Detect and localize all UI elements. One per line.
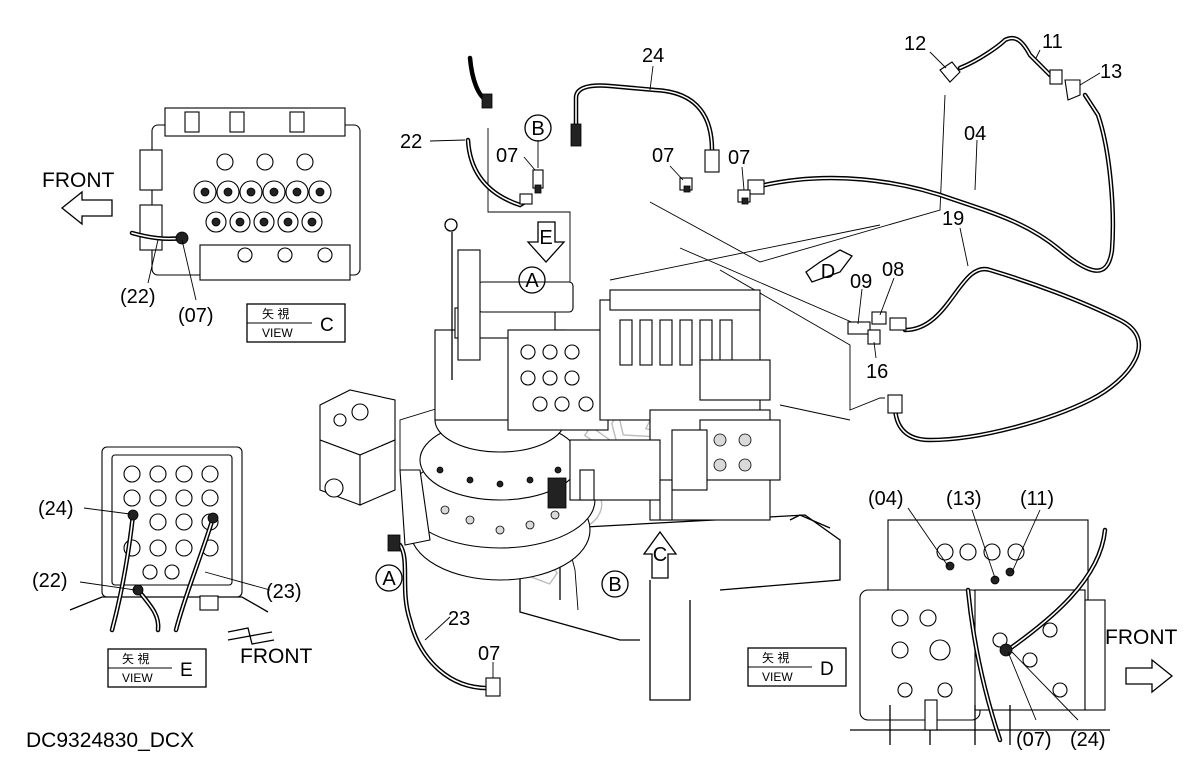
leader-lines-main [424,49,1101,678]
view-e-box: 矢 視 VIEW E [107,648,207,688]
view-d-label-11: (11) [1020,488,1054,510]
part-label-08: 08 [882,259,904,281]
arrow-e: E [526,221,566,263]
leader-line [181,239,197,301]
leader-line [971,509,996,579]
view-d-label-24: (24) [1070,729,1106,751]
hose-19 [887,266,1142,443]
part-label-04: 04 [964,123,986,145]
view-d-label-04: (04) [868,488,904,510]
svg-text:VIEW: VIEW [762,670,793,684]
view-d-label-07: (07) [1016,729,1052,751]
view-e-label-23: (23) [266,581,302,603]
hose-22 [465,55,533,208]
leader-line [147,239,159,284]
svg-text:VIEW: VIEW [122,671,153,685]
part-label-22: 22 [400,131,422,153]
fitting-connector [889,317,907,331]
part-label-11: 11 [1042,31,1063,53]
part-label-07: 07 [728,147,750,169]
view-e-front-label: FRONT [240,645,312,668]
svg-text:B: B [608,574,621,596]
svg-text:A: A [525,270,539,292]
svg-text:C: C [653,544,667,566]
part-label-24: 24 [642,45,664,67]
svg-text:矢 視: 矢 視 [262,306,289,321]
part-label-09: 09 [850,271,872,293]
leader-line [1011,651,1079,721]
front-arrow-left [60,190,113,226]
port-block [319,389,431,546]
fitting-09 [847,321,871,335]
part-label-07: 07 [478,643,500,665]
front-arrow-lower-left [227,627,275,645]
part-label-13: 13 [1100,61,1122,83]
svg-text:VIEW: VIEW [262,326,293,340]
view-c-label-07: (07) [178,305,214,327]
svg-text:E: E [539,227,552,249]
view-e-label-24: (24) [38,498,74,520]
hose-04 [747,92,1116,273]
svg-text:B: B [531,118,544,140]
marker-b-bottom: B [601,570,629,598]
fitting-07 [737,189,751,205]
svg-text:E: E [180,660,193,681]
marker-b-top: B [524,114,552,142]
hose-11 [957,35,1063,85]
leader-line [79,581,136,591]
part-label-23: 23 [448,608,470,630]
view-d-box: 矢 視 VIEW D [747,647,847,687]
control-valve [507,289,781,521]
drawing-code: DC9324830_DCX [26,729,194,752]
svg-text:矢 視: 矢 視 [762,650,789,665]
hose-24 [570,83,720,173]
view-c-label-22: (22) [120,286,156,308]
leader-line [83,507,131,515]
svg-text:矢 視: 矢 視 [122,651,149,666]
fitting-07 [679,177,693,193]
view-e-illustration [69,446,269,633]
leader-line [204,571,271,591]
marker-a-bottom: A [375,564,403,592]
view-d-illustration [850,519,1110,745]
part-label-19: 19 [942,208,964,230]
part-label-07: 07 [652,145,674,167]
view-e-label-22: (22) [32,570,68,592]
marker-a-top: A [518,266,546,294]
svg-text:C: C [320,315,334,336]
svg-text:D: D [820,659,834,680]
reference-lines [399,94,946,611]
view-d-label-13: (13) [946,488,982,510]
view-c-front-label: FRONT [42,169,114,192]
leader-line [1007,651,1037,721]
fitting-08 [871,311,887,325]
view-d-front-label: FRONT [1105,626,1177,649]
arrow-c: C [642,530,678,579]
leader-line [907,507,949,567]
part-label-12: 12 [904,33,926,55]
fitting-07 [532,169,544,194]
front-arrow-right [1125,658,1174,694]
leader-line [1011,509,1041,573]
fitting-13 [1064,79,1081,101]
svg-text:A: A [382,568,396,590]
part-label-07: 07 [496,145,518,167]
fitting-16 [867,329,881,345]
view-c-box: 矢 視 VIEW C [246,303,346,343]
arrow-d: D [805,249,853,283]
part-label-16: 16 [866,361,888,383]
svg-text:D: D [821,261,835,283]
view-c-fittings [184,111,333,263]
view-c-illustration [129,107,361,281]
